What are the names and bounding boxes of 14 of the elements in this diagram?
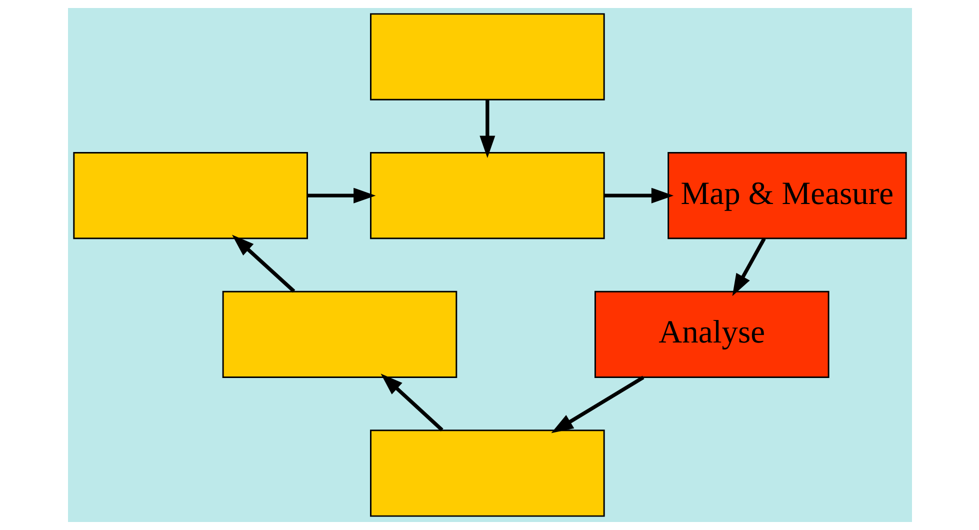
arrow — [232, 234, 295, 293]
node-box — [222, 290, 457, 378]
arrow — [550, 376, 644, 434]
arrow — [604, 188, 674, 204]
node-box — [370, 430, 604, 517]
node-box — [370, 13, 604, 100]
node-box — [72, 152, 308, 240]
arrow — [380, 374, 443, 432]
node-box: Map & Measure — [667, 152, 906, 240]
arrow — [732, 238, 766, 296]
node-box: Analyse — [594, 290, 829, 378]
node-box — [370, 152, 604, 240]
arrow — [479, 100, 495, 158]
arrow — [307, 188, 376, 204]
